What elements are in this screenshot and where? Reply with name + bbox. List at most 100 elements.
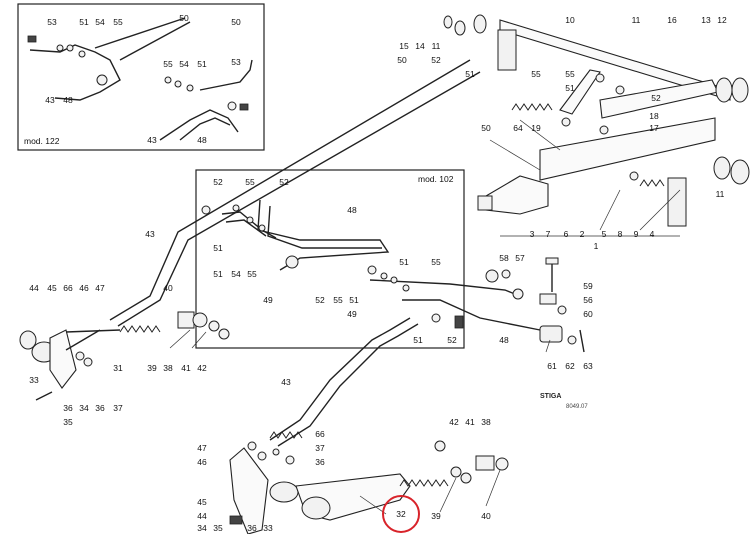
callout-label: 45 <box>47 283 57 293</box>
highlight-circle <box>382 495 420 533</box>
brand-logo: STIGA <box>540 393 562 400</box>
callout-label: 5 <box>601 229 607 239</box>
main-rods <box>109 59 541 447</box>
callout-label: 40 <box>481 511 491 521</box>
callout-label: 57 <box>515 253 525 263</box>
callout-label: 33 <box>263 523 273 533</box>
callout-label: 49 <box>263 295 273 305</box>
callout-label: 38 <box>481 417 491 427</box>
callout-label: 6 <box>563 229 569 239</box>
callout-label: 51 <box>213 243 223 253</box>
callout-label: 43 <box>147 135 157 145</box>
callout-label: 11 <box>715 189 725 199</box>
inset-frame-mod-122 <box>17 3 265 151</box>
callout-label: 54 <box>231 269 241 279</box>
callout-label: 54 <box>179 59 189 69</box>
callout-label: 44 <box>197 511 207 521</box>
callout-label: 17 <box>649 123 659 133</box>
callout-label: 2 <box>579 229 585 239</box>
callout-label: 52 <box>315 295 325 305</box>
callout-label: 39 <box>147 363 157 373</box>
callout-label: 18 <box>649 111 659 121</box>
callout-label: 41 <box>465 417 475 427</box>
callout-label: 43 <box>45 95 55 105</box>
callout-label: 50 <box>397 55 407 65</box>
callout-label: 8 <box>617 229 623 239</box>
inset-122-linkage <box>27 17 253 141</box>
inset-frame-mod-102 <box>195 169 465 349</box>
callout-label: 48 <box>499 335 509 345</box>
leader-lines <box>169 119 681 515</box>
callout-label: 60 <box>583 309 593 319</box>
callout-label: 34 <box>197 523 207 533</box>
callout-label: 63 <box>583 361 593 371</box>
callout-label: 48 <box>347 205 357 215</box>
callout-label: 37 <box>315 443 325 453</box>
callout-label: 47 <box>95 283 105 293</box>
callout-label: 43 <box>281 377 291 387</box>
inset-title-mod-122: mod. 122 <box>24 136 60 146</box>
callout-label: 55 <box>247 269 257 279</box>
callout-label: 51 <box>399 257 409 267</box>
callout-label: 19 <box>531 123 541 133</box>
callout-label: 50 <box>231 17 241 27</box>
callout-label: 42 <box>197 363 207 373</box>
callout-label: 54 <box>95 17 105 27</box>
callout-label: 49 <box>347 309 357 319</box>
callout-label: 52 <box>651 93 661 103</box>
callout-label: 51 <box>349 295 359 305</box>
callout-label: 47 <box>197 443 207 453</box>
callout-label: 51 <box>213 269 223 279</box>
callout-label: 35 <box>213 523 223 533</box>
callout-label: 36 <box>247 523 257 533</box>
callout-label: 55 <box>333 295 343 305</box>
callout-label: 61 <box>547 361 557 371</box>
callout-label: 58 <box>499 253 509 263</box>
callout-label: 64 <box>513 123 523 133</box>
callout-label: 4 <box>649 229 655 239</box>
callout-label: 16 <box>667 15 677 25</box>
callout-label: 48 <box>63 95 73 105</box>
callout-label: 41 <box>181 363 191 373</box>
callout-label: 40 <box>163 283 173 293</box>
callout-label: 51 <box>79 17 89 27</box>
callout-label: 33 <box>29 375 39 385</box>
callout-label: 1 <box>593 241 599 251</box>
callout-label: 66 <box>315 429 325 439</box>
callout-label: 51 <box>197 59 207 69</box>
callout-label: 56 <box>583 295 593 305</box>
callout-label: 55 <box>431 257 441 267</box>
inset-title-mod-102: mod. 102 <box>418 174 454 184</box>
callout-label: 36 <box>315 457 325 467</box>
callout-label: 13 <box>701 15 711 25</box>
callout-label: 36 <box>63 403 73 413</box>
callout-label: 11 <box>631 15 641 25</box>
callout-label: 43 <box>145 229 155 239</box>
callout-label: 35 <box>63 417 73 427</box>
callout-label: 62 <box>565 361 575 371</box>
callout-label: 10 <box>565 15 575 25</box>
callout-label: 39 <box>431 511 441 521</box>
callout-label: 53 <box>47 17 57 27</box>
callout-label: 14 <box>415 41 425 51</box>
callout-label: 52 <box>447 335 457 345</box>
callout-label: 42 <box>449 417 459 427</box>
inset-102-linkage <box>201 204 464 329</box>
callout-label: 15 <box>399 41 409 51</box>
callout-label: 48 <box>197 135 207 145</box>
bottom-linkage <box>229 431 509 534</box>
callout-label: 36 <box>95 403 105 413</box>
callout-label: 55 <box>113 17 123 27</box>
callout-label: 46 <box>197 457 207 467</box>
callout-label: 7 <box>545 229 551 239</box>
callout-label: 34 <box>79 403 89 413</box>
callout-label: 55 <box>245 177 255 187</box>
callout-label: 51 <box>565 83 575 93</box>
frame-assembly <box>443 14 750 227</box>
callout-label: 55 <box>531 69 541 79</box>
callout-label: 50 <box>179 13 189 23</box>
callout-label: 53 <box>231 57 241 67</box>
callout-label: 52 <box>431 55 441 65</box>
callout-label: 50 <box>481 123 491 133</box>
